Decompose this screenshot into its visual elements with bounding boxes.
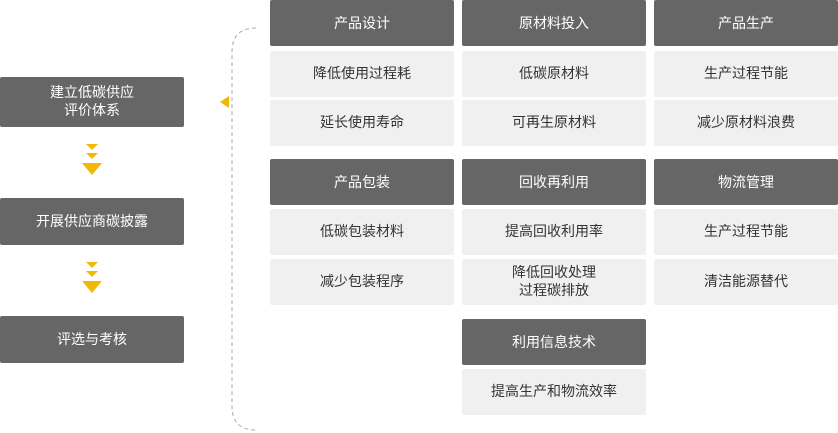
item-clean-energy: 清洁能源替代 <box>654 259 838 305</box>
step-evaluation-assessment: 评选与考核 <box>0 316 184 363</box>
header-recycling: 回收再利用 <box>462 159 646 205</box>
item-reduce-recycling-emissions: 降低回收处理 过程碳排放 <box>462 259 646 305</box>
step-label: 评选与考核 <box>57 331 127 348</box>
header-logistics: 物流管理 <box>654 159 838 205</box>
item-improve-efficiency: 提高生产和物流效率 <box>462 369 646 415</box>
item-improve-recycling-rate: 提高回收利用率 <box>462 209 646 255</box>
step-label: 开展供应商碳披露 <box>36 213 148 230</box>
item-reduce-packaging: 减少包装程序 <box>270 259 454 305</box>
item-production-energy-saving: 生产过程节能 <box>654 51 838 97</box>
header-packaging: 产品包装 <box>270 159 454 205</box>
step-label: 建立低碳供应 评价体系 <box>50 85 134 119</box>
step-build-evaluation-system: 建立低碳供应 评价体系 <box>0 77 184 127</box>
header-product-design: 产品设计 <box>270 0 454 46</box>
item-logistics-energy-saving: 生产过程节能 <box>654 209 838 255</box>
item-low-carbon-materials: 低碳原材料 <box>462 51 646 97</box>
item-reduce-consumption: 降低使用过程耗 <box>270 51 454 97</box>
item-low-carbon-packaging: 低碳包装材料 <box>270 209 454 255</box>
header-information-technology: 利用信息技术 <box>462 319 646 365</box>
header-production: 产品生产 <box>654 0 838 46</box>
item-reduce-material-waste: 减少原材料浪费 <box>654 100 838 146</box>
header-raw-material-input: 原材料投入 <box>462 0 646 46</box>
item-renewable-materials: 可再生原材料 <box>462 100 646 146</box>
step-supplier-carbon-disclosure: 开展供应商碳披露 <box>0 198 184 245</box>
item-extend-lifespan: 延长使用寿命 <box>270 100 454 146</box>
left-pointer-icon <box>220 96 229 108</box>
